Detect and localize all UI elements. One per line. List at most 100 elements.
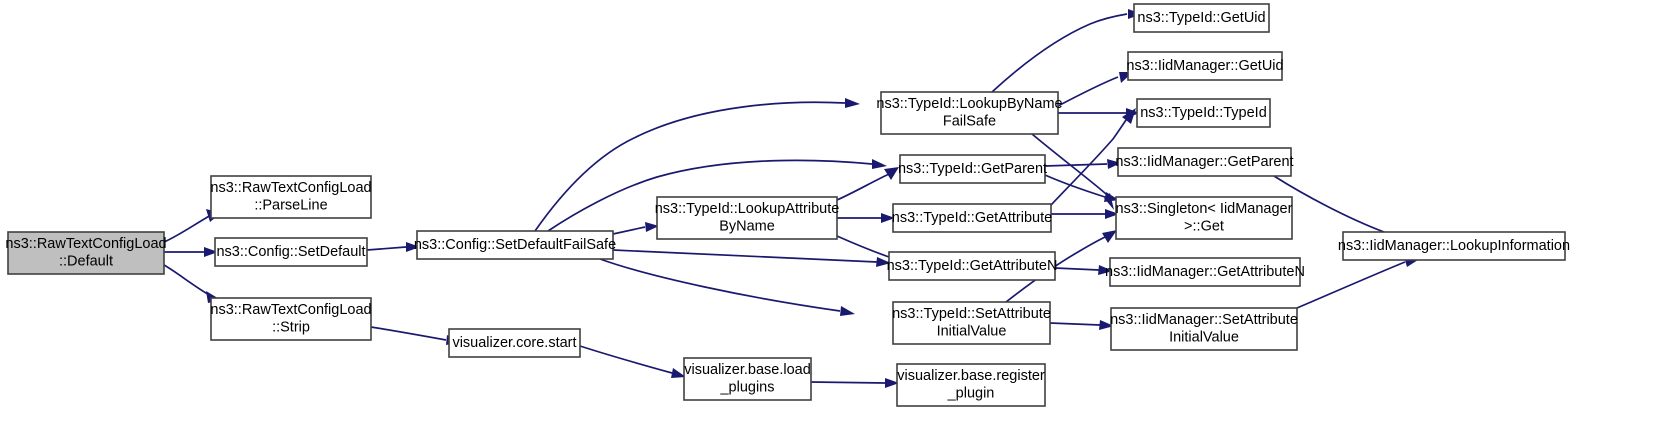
graph-node-n4[interactable]: ns3::Config::SetDefaultFailSafe — [414, 230, 616, 260]
edge-arrowhead-icon — [840, 306, 855, 316]
edge-line — [836, 235, 890, 258]
call-edge-n4-to-n12 — [599, 258, 855, 316]
edge-arrowhead-icon — [1107, 159, 1121, 169]
edge-line — [1049, 322, 1101, 326]
node-rect[interactable] — [888, 251, 1056, 281]
call-edge-n11-to-n19 — [1054, 265, 1113, 275]
node-rect[interactable] — [1127, 51, 1283, 81]
call-edge-n10-to-n18 — [1051, 209, 1119, 219]
graph-node-n14[interactable]: ns3::TypeId::GetUid — [1133, 3, 1270, 33]
call-edge-n4-to-n9 — [547, 159, 887, 232]
call-edge-n9-to-n17 — [1044, 159, 1121, 169]
node-rect[interactable] — [7, 231, 165, 275]
edge-arrowhead-icon — [872, 159, 887, 169]
edge-line — [612, 226, 646, 235]
node-rect[interactable] — [656, 196, 838, 240]
edge-line — [1044, 174, 1106, 198]
node-rect[interactable] — [448, 328, 581, 358]
edge-line — [534, 101, 846, 232]
edge-line — [1054, 267, 1100, 271]
node-rect[interactable] — [1110, 307, 1298, 351]
graph-node-n17[interactable]: ns3::IidManager::GetParent — [1115, 147, 1294, 177]
edge-line — [810, 381, 886, 384]
call-edge-n3-to-n5 — [370, 326, 461, 345]
edge-arrowhead-icon — [645, 222, 659, 232]
edge-line — [370, 326, 447, 341]
call-edge-n2-to-n4 — [366, 242, 420, 252]
edge-line — [1057, 76, 1119, 107]
edge-line — [366, 246, 407, 251]
edge-arrowhead-icon — [1102, 230, 1117, 243]
graph-node-n7[interactable]: visualizer.base.load_plugins — [683, 357, 812, 401]
node-rect[interactable] — [1109, 257, 1301, 287]
nodes-layer: ns3::RawTextConfigLoad::Defaultns3::RawT… — [5, 3, 1570, 407]
call-edge-n7-to-n13 — [810, 378, 899, 388]
edge-arrowhead-icon — [1099, 320, 1114, 330]
edge-line — [547, 159, 873, 232]
graph-node-n18[interactable]: ns3::Singleton< IidManager>::Get — [1115, 196, 1293, 240]
graph-node-n11[interactable]: ns3::TypeId::GetAttributeN — [887, 251, 1058, 281]
edge-arrowhead-icon — [406, 242, 420, 252]
node-rect[interactable] — [1115, 196, 1293, 240]
node-rect[interactable] — [210, 175, 372, 219]
node-rect[interactable] — [210, 297, 372, 341]
edge-line — [1031, 133, 1107, 195]
node-rect[interactable] — [892, 203, 1052, 233]
graph-node-n3[interactable]: ns3::RawTextConfigLoad::Strip — [210, 297, 372, 341]
node-rect[interactable] — [1342, 231, 1566, 261]
node-rect[interactable] — [899, 154, 1046, 184]
call-edge-n5-to-n7 — [579, 345, 686, 378]
node-rect[interactable] — [892, 301, 1051, 345]
call-edge-n8-to-n15 — [1057, 72, 1133, 107]
edge-line — [163, 264, 212, 297]
call-edge-n10-to-n16 — [1050, 108, 1136, 206]
edge-arrowhead-icon — [204, 247, 218, 257]
graph-node-n19[interactable]: ns3::IidManager::GetAttributeN — [1105, 257, 1305, 287]
node-rect[interactable] — [1133, 3, 1270, 33]
node-rect[interactable] — [1136, 98, 1271, 128]
node-rect[interactable] — [214, 237, 368, 267]
node-rect[interactable] — [880, 91, 1059, 135]
node-rect[interactable] — [1117, 147, 1292, 177]
call-edge-n12-to-n20 — [1049, 320, 1114, 330]
graph-node-n0[interactable]: ns3::RawTextConfigLoad::Default — [5, 231, 167, 275]
call-edge-n8-to-n14 — [991, 9, 1142, 93]
edge-arrowhead-icon — [885, 378, 899, 388]
edge-arrowhead-icon — [881, 213, 895, 223]
edge-arrowhead-icon — [1098, 265, 1113, 275]
node-rect[interactable] — [896, 363, 1046, 407]
graph-node-n21[interactable]: ns3::IidManager::LookupInformation — [1338, 231, 1570, 261]
graph-node-n13[interactable]: visualizer.base.register_plugin — [896, 363, 1046, 407]
graph-node-n5[interactable]: visualizer.core.start — [448, 328, 581, 358]
call-edge-n9-to-n18 — [1044, 174, 1119, 202]
call-edge-n0-to-n2 — [164, 247, 218, 257]
edge-arrowhead-icon — [1105, 209, 1119, 219]
graph-node-n20[interactable]: ns3::IidManager::SetAttributeInitialValu… — [1110, 307, 1298, 351]
node-rect[interactable] — [416, 230, 614, 260]
call-edge-n12-to-n18 — [1005, 230, 1117, 303]
graph-node-n9[interactable]: ns3::TypeId::GetParent — [898, 154, 1047, 184]
edge-line — [1050, 119, 1127, 206]
edge-arrowhead-icon — [876, 257, 891, 267]
edge-line — [991, 13, 1128, 93]
call-edge-n20-to-n21 — [1296, 257, 1421, 309]
graph-node-n2[interactable]: ns3::Config::SetDefault — [214, 237, 368, 267]
call-edge-n4-to-n8 — [534, 98, 860, 232]
edge-line — [579, 345, 673, 374]
edges-layer — [163, 9, 1422, 388]
graph-node-n16[interactable]: ns3::TypeId::TypeId — [1136, 98, 1271, 128]
edge-arrowhead-icon — [671, 368, 686, 378]
call-edge-n6-to-n9 — [836, 167, 899, 201]
edge-line — [836, 173, 890, 201]
edge-line — [163, 214, 212, 243]
graph-node-n10[interactable]: ns3::TypeId::GetAttribute — [892, 203, 1052, 233]
graph-node-n15[interactable]: ns3::IidManager::GetUid — [1126, 51, 1284, 81]
node-rect[interactable] — [683, 357, 812, 401]
call-edge-n4-to-n6 — [612, 222, 659, 235]
graph-node-n1[interactable]: ns3::RawTextConfigLoad::ParseLine — [210, 175, 372, 219]
